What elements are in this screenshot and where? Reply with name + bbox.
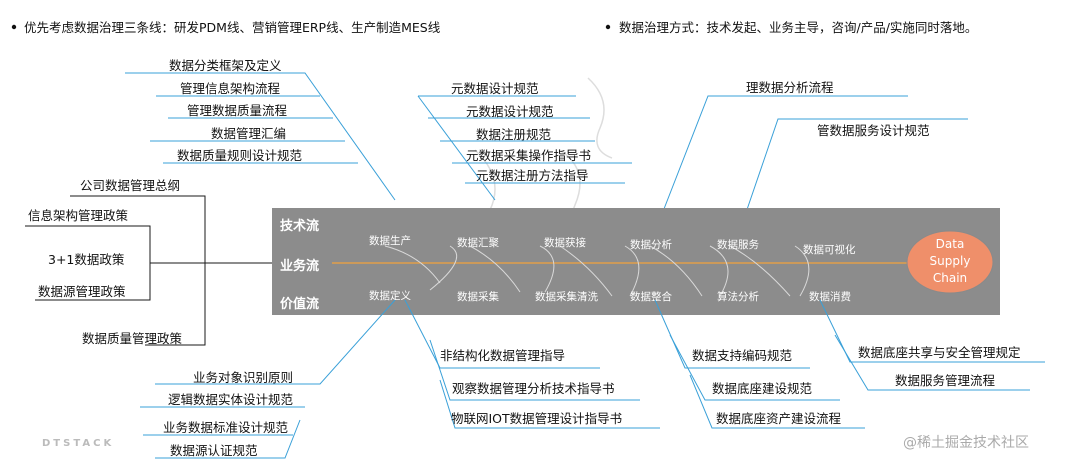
g2-label-0: 元数据设计规范 bbox=[451, 81, 539, 96]
flow-arcs bbox=[384, 245, 810, 297]
g7-label-2: 数据底座资产建设流程 bbox=[716, 411, 842, 426]
g5-label-2: 业务数据标准设计规范 bbox=[163, 420, 288, 435]
g7-label-1: 数据底座建设规范 bbox=[712, 381, 812, 396]
g6-label-2: 物联网IOT数据管理设计指导书 bbox=[451, 411, 622, 426]
stage-top-1: 数据汇聚 bbox=[457, 236, 499, 249]
connector-g6-1 bbox=[429, 339, 640, 401]
stage-top-4: 数据服务 bbox=[717, 238, 759, 251]
bullet-left: 优先考虑数据治理三条线：研发PDM线、营销管理ERP线、生产制造MES线 bbox=[24, 20, 441, 35]
g1-label-4: 数据质量规则设计规范 bbox=[177, 148, 302, 163]
business-flow-label: 业务流 bbox=[280, 258, 319, 274]
bullet-dot-left bbox=[11, 24, 17, 30]
value-flow-label: 价值流 bbox=[280, 296, 319, 312]
stage-bottom-1: 数据采集 bbox=[457, 290, 499, 303]
connector-g5-3 bbox=[155, 419, 301, 459]
g5-label-0: 业务对象识别原则 bbox=[193, 370, 293, 385]
stage-top-3: 数据分析 bbox=[630, 238, 672, 251]
stage-top-5: 数据可视化 bbox=[803, 243, 856, 256]
connector-g1-0 bbox=[125, 72, 396, 201]
group-top-left: 数据分类框架及定义 管理信息架构流程 管理数据质量流程 数据管理汇编 数据质量规… bbox=[125, 58, 396, 201]
dtstack-watermark: DTSTACK bbox=[42, 438, 114, 449]
g1-label-3: 数据管理汇编 bbox=[211, 126, 286, 141]
connector-g5-0 bbox=[155, 299, 396, 385]
group-top-center: 元数据设计规范 元数据设计规范 数据注册规范 元数据采集操作指导书 元数据注册方… bbox=[417, 81, 632, 201]
group-top-right: 理数据分析流程 管数据服务设计规范 bbox=[654, 80, 968, 233]
g3-label-0: 理数据分析流程 bbox=[746, 80, 834, 95]
connector-g3-0 bbox=[654, 95, 908, 233]
connector-g6-2 bbox=[439, 379, 660, 429]
g8-label-0: 数据底座共享与安全管理规定 bbox=[858, 345, 1021, 360]
tech-flow-label: 技术流 bbox=[280, 218, 319, 234]
g2-label-4: 元数据注册方法指导 bbox=[476, 168, 589, 183]
stage-bottom-5: 数据消费 bbox=[809, 290, 851, 303]
group-policies: 公司数据管理总纲 信息架构管理政策 3+1数据政策 数据源管理政策 数据质量管理… bbox=[25, 178, 272, 346]
stage-bottom-2: 数据采集清洗 bbox=[535, 290, 598, 303]
connector-g7-2 bbox=[689, 374, 865, 429]
g2-label-1: 元数据设计规范 bbox=[466, 104, 554, 119]
group-bottom-center: 非结构化数据管理指导 观察数据管理分析技术指导书 物联网IOT数据管理设计指导书 bbox=[404, 299, 660, 429]
g2-label-2: 数据注册规范 bbox=[476, 127, 551, 142]
g7-label-0: 数据支持编码规范 bbox=[692, 348, 792, 363]
policy-label-1: 信息架构管理政策 bbox=[28, 208, 129, 223]
policy-bracket-outer bbox=[70, 195, 206, 346]
g5-label-3: 数据源认证规范 bbox=[170, 443, 258, 458]
policy-label-3: 数据源管理政策 bbox=[38, 284, 126, 299]
connector-g7-0 bbox=[654, 299, 810, 369]
data-supply-chain-circle bbox=[906, 230, 994, 294]
g1-label-1: 管理信息架构流程 bbox=[180, 81, 281, 96]
stage-bottom-0: 数据定义 bbox=[369, 289, 411, 302]
flow-band bbox=[272, 208, 1000, 315]
g1-label-0: 数据分类框架及定义 bbox=[169, 58, 282, 73]
g6-label-0: 非结构化数据管理指导 bbox=[440, 348, 565, 363]
connector-g6-0 bbox=[404, 299, 600, 369]
policy-label-0: 公司数据管理总纲 bbox=[80, 178, 180, 193]
group-bottom-right: 数据底座共享与安全管理规定 数据服务管理流程 bbox=[819, 299, 1045, 391]
stage-bottom-3: 数据整合 bbox=[630, 290, 672, 303]
g8-label-1: 数据服务管理流程 bbox=[895, 373, 996, 388]
supply-chain-line2: Supply bbox=[930, 254, 971, 268]
g5-label-1: 逻辑数据实体设计规范 bbox=[168, 392, 293, 407]
g6-label-1: 观察数据管理分析技术指导书 bbox=[452, 381, 615, 396]
connector-g8-0 bbox=[819, 299, 1045, 363]
g3-label-1: 管数据服务设计规范 bbox=[817, 123, 930, 138]
group-bottom-mid-right: 数据支持编码规范 数据底座建设规范 数据底座资产建设流程 bbox=[654, 299, 865, 429]
juejin-credit: @稀土掘金技术社区 bbox=[903, 435, 1029, 451]
stage-bottom-4: 算法分析 bbox=[717, 290, 759, 303]
g2-label-3: 元数据采集操作指导书 bbox=[466, 148, 591, 163]
connector-g3-1 bbox=[739, 118, 968, 231]
supply-chain-line3: Chain bbox=[933, 271, 967, 285]
stage-top-2: 数据获接 bbox=[544, 236, 586, 249]
bullet-dot-right bbox=[605, 24, 611, 30]
policy-label-2: 3+1数据政策 bbox=[48, 252, 125, 267]
supply-chain-line1: Data bbox=[936, 237, 965, 251]
group-bottom-left: 业务对象识别原则 逻辑数据实体设计规范 业务数据标准设计规范 数据源认证规范 bbox=[140, 299, 396, 459]
g1-label-2: 管理数据质量流程 bbox=[187, 103, 288, 118]
connector-g7-1 bbox=[669, 334, 840, 401]
stage-top-0: 数据生产 bbox=[369, 234, 411, 247]
connector-g8-1 bbox=[834, 334, 1030, 391]
policy-label-4: 数据质量管理政策 bbox=[82, 331, 183, 346]
bullet-right: 数据治理方式：技术发起、业务主导，咨询/产品/实施同时落地。 bbox=[619, 20, 977, 35]
